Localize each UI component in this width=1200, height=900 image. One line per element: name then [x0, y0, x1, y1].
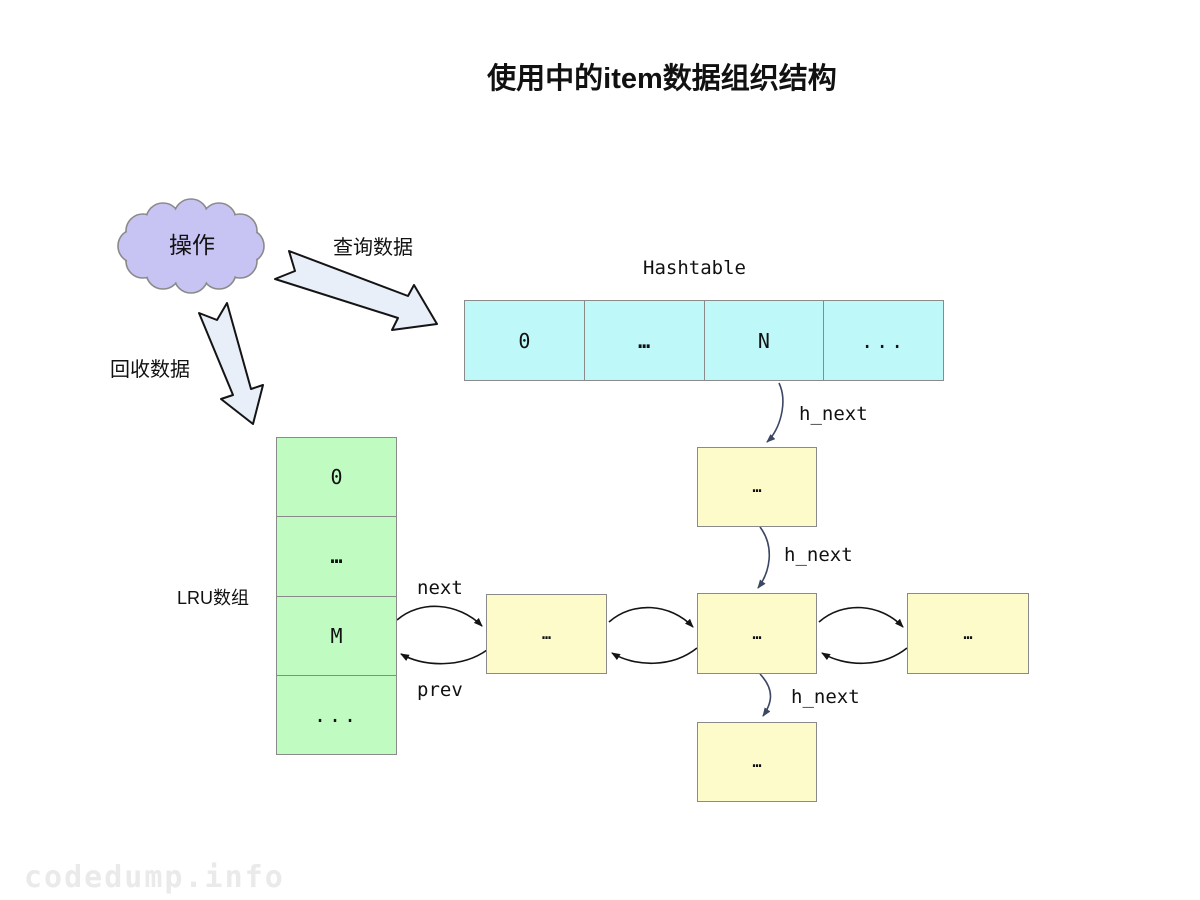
h-next-label-3: h_next [791, 686, 860, 708]
page-title: 使用中的item数据组织结构 [487, 63, 837, 95]
query-flow-arrow [274, 250, 438, 331]
hashtable-title: Hashtable [643, 257, 746, 279]
lru-array-title: LRU数组 [177, 588, 250, 608]
lru-cell-0: 0 [277, 438, 396, 518]
operation-cloud-label: 操作 [169, 232, 215, 258]
prev-arrow-right [821, 647, 908, 665]
prev-arrow-mid [611, 647, 698, 665]
hashtable-cell-n: N [705, 301, 825, 380]
hashtable-cell-dots: ... [861, 328, 907, 353]
prev-arrow-lru [400, 649, 488, 665]
item-node-bottom: … [697, 722, 817, 802]
item-node-right: … [907, 593, 1029, 674]
item-node-middle: … [697, 593, 817, 674]
query-flow-label: 查询数据 [333, 237, 413, 259]
hashtable-cell-ellipsis: … [585, 301, 705, 380]
h-next-label-1: h_next [799, 403, 868, 425]
item-node-left: … [486, 594, 607, 674]
next-arrow-mid [608, 606, 694, 628]
lru-cell-ellipsis: … [277, 517, 396, 597]
h-next-label-2: h_next [784, 544, 853, 566]
next-arrow-right [818, 606, 904, 628]
recycle-flow-label: 回收数据 [110, 359, 190, 381]
next-label: next [417, 577, 463, 599]
lru-array: 0 … M ... [276, 437, 397, 755]
lru-cell-dots: ... [313, 702, 360, 727]
hashtable-cell-0: 0 [465, 301, 585, 380]
h-next-arrow-1 [766, 382, 784, 443]
hashtable: 0 … N ... [464, 300, 944, 381]
prev-label: prev [417, 679, 463, 701]
watermark: codedump.info [24, 860, 285, 895]
h-next-arrow-2 [757, 526, 771, 589]
next-arrow-lru [396, 605, 483, 627]
h-next-arrow-3 [759, 673, 772, 717]
lru-cell-m: M [277, 597, 396, 676]
recycle-flow-arrow [198, 302, 264, 425]
item-node-top: … [697, 447, 817, 527]
